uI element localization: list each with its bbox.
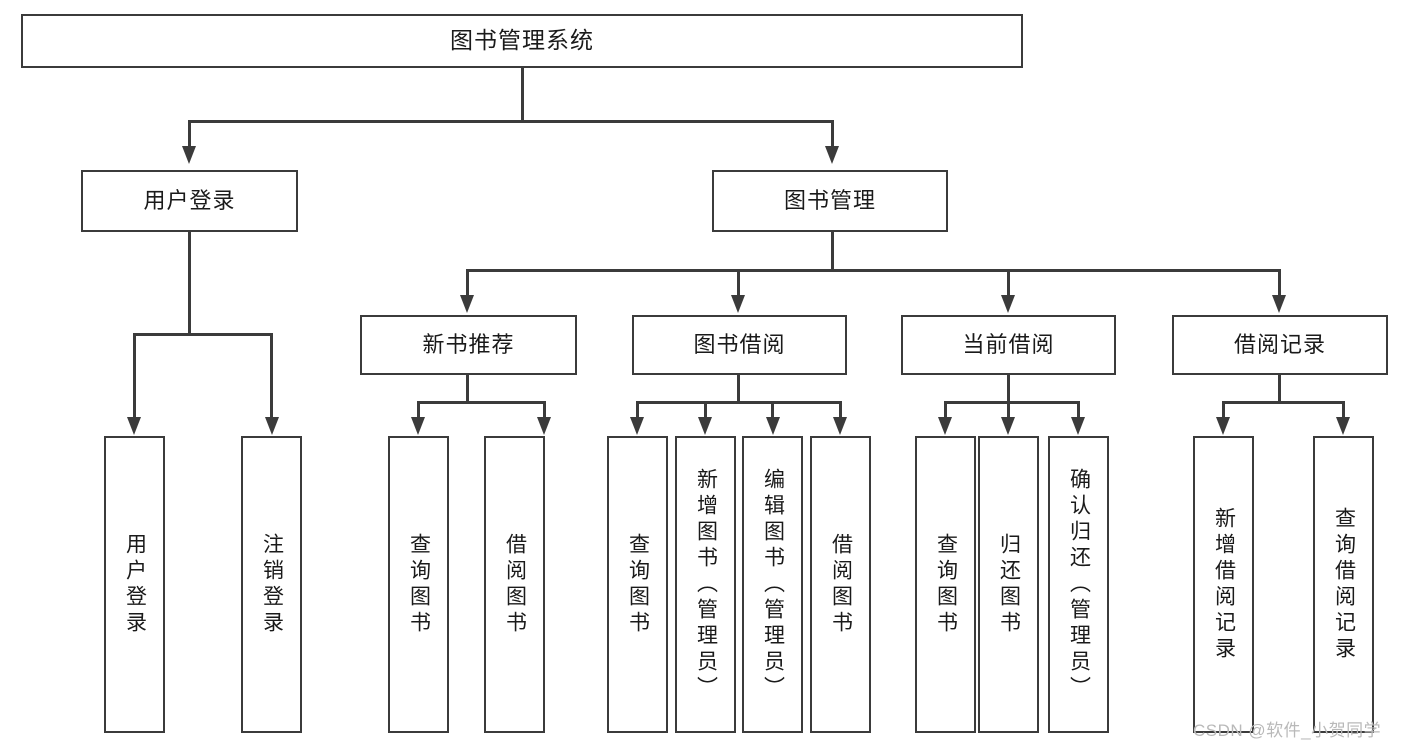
node-book-management[interactable]: 图书管理 [712, 170, 948, 232]
node-label: 借阅图书 [829, 532, 853, 637]
node-label: 查询图书 [934, 532, 958, 637]
arrowhead-borrow-record-leaf1 [1216, 417, 1230, 435]
connector-book-manage-c4 [1278, 269, 1281, 295]
connector-new-book-leaf1 [417, 401, 420, 417]
connector-root-to-book-manage [831, 120, 834, 146]
leaf-book-borrow-query[interactable]: 查询图书 [607, 436, 668, 733]
connector-book-borrow-stem [737, 375, 740, 403]
node-label: 图书管理 [783, 188, 876, 214]
connector-book-manage-c3 [1007, 269, 1010, 295]
connector-current-borrow-leaf1 [944, 401, 947, 417]
arrowhead-book-borrow-leaf3 [766, 417, 780, 435]
node-label: 图书借阅 [693, 332, 786, 358]
node-label: 查询图书 [626, 532, 650, 637]
connector-user-login-stem [188, 232, 191, 334]
arrowhead-book-borrow-leaf4 [833, 417, 847, 435]
connector-current-borrow-bar [944, 401, 1079, 404]
arrowhead-borrow-record [1272, 295, 1286, 313]
connector-current-borrow-stem [1007, 375, 1010, 403]
arrowhead-new-book [460, 295, 474, 313]
connector-borrow-record-leaf2 [1342, 401, 1345, 417]
leaf-current-borrow-query[interactable]: 查询图书 [915, 436, 976, 733]
connector-user-login-bar [133, 333, 273, 336]
leaf-book-borrow-borrow[interactable]: 借阅图书 [810, 436, 871, 733]
arrowhead-new-book-leaf2 [537, 417, 551, 435]
arrowhead-user-login-leaf1 [127, 417, 141, 435]
node-label: 新增借阅记录 [1212, 506, 1236, 663]
connector-book-manage-c2 [737, 269, 740, 295]
connector-book-borrow-bar [636, 401, 842, 404]
connector-root-stem [521, 68, 524, 121]
connector-book-borrow-leaf1 [636, 401, 639, 417]
node-book-borrow[interactable]: 图书借阅 [632, 315, 847, 375]
node-label: 查询图书 [407, 532, 431, 637]
node-label: 图书管理系统 [450, 27, 594, 54]
connector-new-book-stem [466, 375, 469, 403]
node-label: 当前借阅 [962, 332, 1055, 358]
connector-borrow-record-bar [1222, 401, 1344, 404]
node-label: 确认归还（管理员） [1067, 467, 1091, 702]
node-borrow-record[interactable]: 借阅记录 [1172, 315, 1388, 375]
arrowhead-current-borrow-leaf2 [1001, 417, 1015, 435]
connector-user-login-leaf1 [133, 333, 136, 417]
node-user-login[interactable]: 用户登录 [81, 170, 298, 232]
leaf-user-login-logout[interactable]: 注销登录 [241, 436, 302, 733]
node-label: 借阅图书 [503, 532, 527, 637]
leaf-current-borrow-confirm-return[interactable]: 确认归还（管理员） [1048, 436, 1109, 733]
connector-book-manage-bar [466, 269, 1280, 272]
leaf-book-borrow-edit[interactable]: 编辑图书（管理员） [742, 436, 803, 733]
node-label: 用户登录 [143, 188, 236, 214]
connector-root-bar [188, 120, 834, 123]
connector-new-book-leaf2 [543, 401, 546, 417]
arrowhead-book-manage [825, 146, 839, 164]
connector-borrow-record-stem [1278, 375, 1281, 403]
node-label: 编辑图书（管理员） [761, 467, 785, 702]
connector-book-borrow-leaf4 [839, 401, 842, 417]
connector-new-book-bar [417, 401, 545, 404]
leaf-current-borrow-return[interactable]: 归还图书 [978, 436, 1039, 733]
arrowhead-book-borrow [731, 295, 745, 313]
connector-book-manage-c1 [466, 269, 469, 295]
arrowhead-user-login [182, 146, 196, 164]
node-label: 归还图书 [997, 532, 1021, 637]
node-label: 新增图书（管理员） [694, 467, 718, 702]
arrowhead-new-book-leaf1 [411, 417, 425, 435]
arrowhead-book-borrow-leaf1 [630, 417, 644, 435]
leaf-book-borrow-add[interactable]: 新增图书（管理员） [675, 436, 736, 733]
connector-user-login-leaf2 [270, 333, 273, 417]
connector-book-manage-stem [831, 232, 834, 271]
node-new-book-recommend[interactable]: 新书推荐 [360, 315, 577, 375]
arrowhead-borrow-record-leaf2 [1336, 417, 1350, 435]
leaf-borrow-record-add[interactable]: 新增借阅记录 [1193, 436, 1254, 733]
leaf-new-book-query[interactable]: 查询图书 [388, 436, 449, 733]
connector-book-borrow-leaf3 [771, 401, 774, 417]
connector-book-borrow-leaf2 [704, 401, 707, 417]
node-current-borrow[interactable]: 当前借阅 [901, 315, 1116, 375]
arrowhead-user-login-leaf2 [265, 417, 279, 435]
watermark-csdn: CSDN @软件_小贺同学 [1193, 721, 1382, 740]
leaf-borrow-record-query[interactable]: 查询借阅记录 [1313, 436, 1374, 733]
node-label: 借阅记录 [1233, 332, 1326, 358]
leaf-new-book-borrow[interactable]: 借阅图书 [484, 436, 545, 733]
node-label: 注销登录 [260, 532, 284, 637]
leaf-user-login-login[interactable]: 用户登录 [104, 436, 165, 733]
arrowhead-book-borrow-leaf2 [698, 417, 712, 435]
connector-current-borrow-leaf3 [1077, 401, 1080, 417]
arrowhead-current-borrow [1001, 295, 1015, 313]
connector-borrow-record-leaf1 [1222, 401, 1225, 417]
connector-root-to-user-login [188, 120, 191, 146]
node-label: 查询借阅记录 [1332, 506, 1356, 663]
arrowhead-current-borrow-leaf1 [938, 417, 952, 435]
connector-current-borrow-leaf2 [1007, 401, 1010, 417]
arrowhead-current-borrow-leaf3 [1071, 417, 1085, 435]
node-root-library-system[interactable]: 图书管理系统 [21, 14, 1023, 68]
node-label: 用户登录 [123, 532, 147, 637]
node-label: 新书推荐 [422, 332, 515, 358]
